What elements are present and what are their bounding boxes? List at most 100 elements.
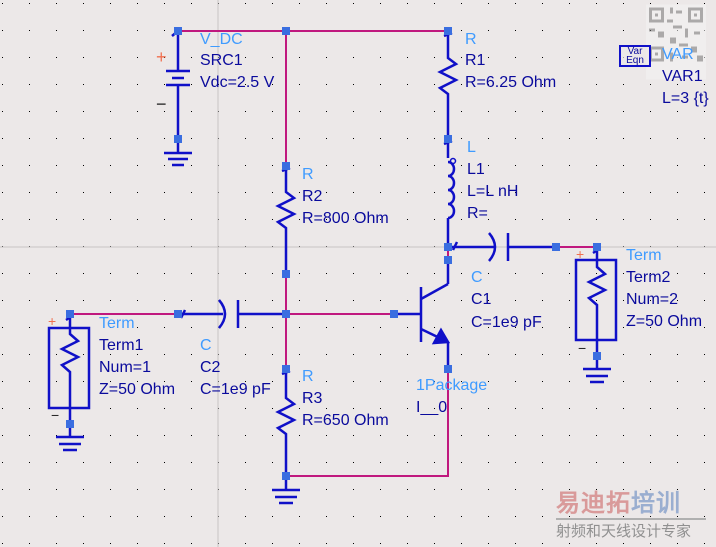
grid-dot [299,408,300,409]
r1-name-label: R1 [465,52,486,69]
pin-node[interactable] [282,310,290,318]
grid-dot [353,354,354,355]
src1-vdc-label: Vdc=2.5 V [200,74,275,91]
transistor-name-label: I__0 [416,399,448,416]
pin-node[interactable] [282,365,290,373]
grid-dot [56,300,57,301]
port-term2[interactable] [574,247,618,384]
pin-node[interactable] [174,310,182,318]
grid-dot [569,30,570,31]
grid-dot [380,273,381,274]
grid-dot [110,219,111,220]
pin-node[interactable] [390,310,398,318]
pin-node[interactable] [282,162,290,170]
grid-dot [380,516,381,517]
pin-node[interactable] [444,135,452,143]
pin-node[interactable] [444,256,452,264]
pin-node[interactable] [593,352,601,360]
grid-dot [623,489,624,490]
c2-type-label: C [200,337,212,354]
grid-dot [56,30,57,31]
var-eqn-icon[interactable]: Var Eqn [619,45,651,67]
pin-node[interactable] [174,27,182,35]
pin-node[interactable] [552,243,560,251]
pin-node[interactable] [444,27,452,35]
grid-dot [83,354,84,355]
grid-dot [110,192,111,193]
capacitor-c2[interactable] [178,299,286,329]
grid-dot [326,165,327,166]
grid-dot [407,435,408,436]
grid-dot [434,84,435,85]
grid-dot [326,489,327,490]
grid-dot [164,138,165,139]
grid-dot [596,273,597,274]
grid-dot [191,516,192,517]
port-term1[interactable] [47,314,91,452]
pin-node[interactable] [282,27,290,35]
grid-dot [515,57,516,58]
grid-dot [407,300,408,301]
grid-dot [623,165,624,166]
resistor-r2[interactable] [275,166,297,274]
grid-dot [110,165,111,166]
grid-dot [434,516,435,517]
inductor-l1[interactable] [443,139,457,247]
grid-dot [326,300,327,301]
src1-type-label: V_DC [200,31,243,48]
grid-dot [83,300,84,301]
l1-inductance-label: L=L nH [467,183,519,200]
bjt-transistor[interactable] [394,260,451,369]
capacitor-c1[interactable] [448,232,556,262]
grid-dot [461,3,462,4]
grid-dot [650,3,651,4]
grid-dot [515,3,516,4]
pin-node[interactable] [66,310,74,318]
pins [66,27,601,480]
polarity-marks: + − + − + − [48,47,586,423]
pin-node[interactable] [444,365,452,373]
pin-node[interactable] [66,420,74,428]
grid-dot [461,30,462,31]
grid-dot [380,354,381,355]
grid-dot [2,273,3,274]
grid-dot [110,111,111,112]
pin-node[interactable] [174,135,182,143]
grid-dot [299,462,300,463]
wire-emitter-to-ground[interactable] [286,369,449,477]
grid-dot [407,138,408,139]
grid-dot [677,300,678,301]
resistor-r3[interactable] [275,369,297,476]
grid-dot [83,435,84,436]
grid-dot [29,57,30,58]
grid-dot [272,516,273,517]
grid-dot [2,462,3,463]
term2-name-label: Term2 [626,269,671,286]
grid-dot [569,273,570,274]
grid-dot [164,354,165,355]
grid-dot [407,3,408,4]
grid-dot [137,408,138,409]
grid-dot [542,435,543,436]
grid-dot [326,462,327,463]
pin-node[interactable] [282,472,290,480]
grid-dot [434,381,435,382]
r3-value-label: R=650 Ohm [302,412,389,429]
grid-dot [623,381,624,382]
grid-dot [326,192,327,193]
grid-dot [191,192,192,193]
term1-type-label: Term [99,315,135,332]
pin-node[interactable] [593,243,601,251]
grid-dot [29,435,30,436]
grid-dot [623,543,624,544]
pin-node[interactable] [444,243,452,251]
grid-dot [353,57,354,58]
grid-dot [650,165,651,166]
grid-dot [569,84,570,85]
dc-voltage-source-src1[interactable] [166,30,190,139]
pin-node[interactable] [282,270,290,278]
grid-dot [380,489,381,490]
grid-dot [191,111,192,112]
resistor-r1[interactable] [437,31,459,139]
